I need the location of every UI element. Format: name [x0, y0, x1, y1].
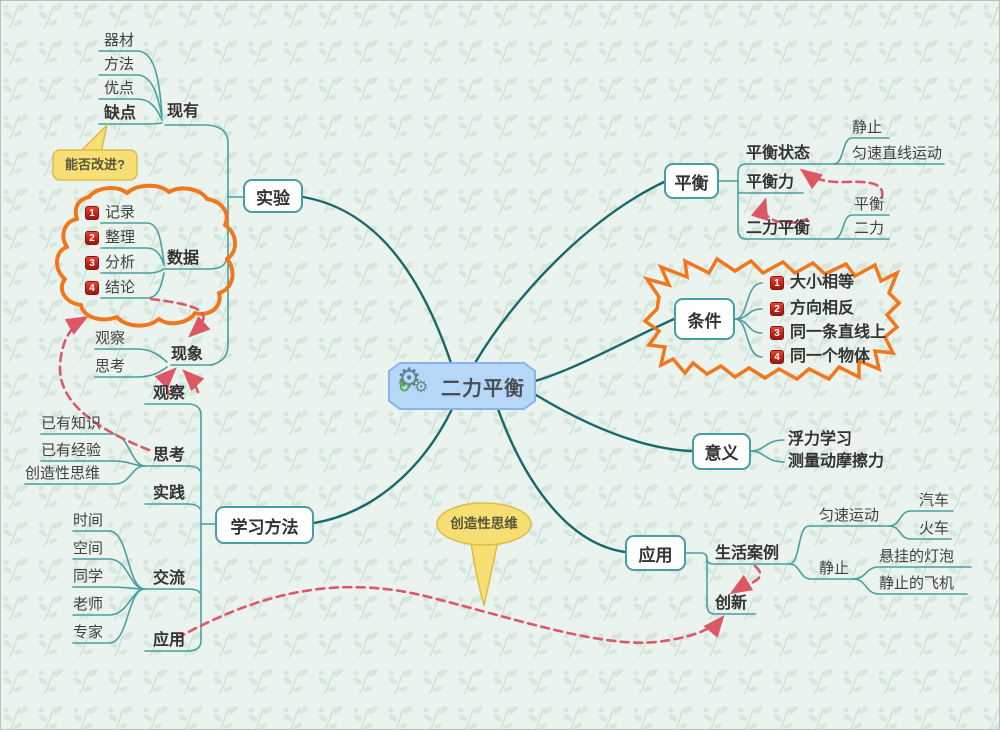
- improve-callout-bubble[interactable]: [52, 149, 138, 181]
- relation-apply-to-innovation: [175, 585, 725, 644]
- item-space[interactable]: 空间: [73, 540, 104, 557]
- item-time[interactable]: 时间: [73, 512, 104, 529]
- item-static-plane[interactable]: 静止的飞机: [879, 575, 955, 592]
- callout-shapes[interactable]: [52, 122, 532, 607]
- relation-observe-to-phenomenon-2: [182, 369, 205, 394]
- item-equal-magnitude[interactable]: 大小相等: [790, 274, 855, 291]
- item-think-phenomenon[interactable]: 思考: [95, 358, 126, 375]
- item-prior-experience[interactable]: 已有经验: [41, 442, 102, 459]
- significance-subtree-lines: [750, 439, 785, 463]
- application-subtree-lines: [685, 510, 972, 615]
- cloud-boundary[interactable]: [55, 183, 237, 328]
- callout-creative-thinking[interactable]: 创造性思维: [450, 516, 518, 531]
- item-two-force[interactable]: 二力: [854, 220, 885, 237]
- relation-cases-to-innovation: [729, 564, 762, 595]
- label-balance-force[interactable]: 平衡力: [746, 174, 795, 191]
- item-observe-phenomenon[interactable]: 观察: [95, 330, 126, 347]
- method-subtree-lines: [24, 403, 216, 652]
- item-analyze[interactable]: 分析: [105, 254, 136, 271]
- relation-observe-to-phenomenon: [154, 367, 177, 396]
- item-equipment[interactable]: 器材: [104, 32, 135, 49]
- gears-icon: ⚙ ↻ ⚙: [397, 363, 429, 396]
- node-application[interactable]: 应用: [625, 535, 686, 571]
- badge-1: 1: [85, 206, 99, 220]
- item-hanging-lamp[interactable]: 悬挂的灯泡: [879, 548, 955, 565]
- center-topic[interactable]: 二力平衡: [441, 378, 525, 400]
- item-opposite-direction[interactable]: 方向相反: [790, 300, 855, 317]
- item-uniform-linear-motion[interactable]: 匀速直线运动: [852, 145, 943, 162]
- balance-subtree-lines: [718, 137, 945, 240]
- item-expert[interactable]: 专家: [73, 624, 104, 641]
- label-existing[interactable]: 现有: [167, 103, 200, 120]
- node-balance[interactable]: 平衡: [664, 163, 719, 199]
- item-method[interactable]: 方法: [104, 56, 135, 73]
- item-teacher[interactable]: 老师: [73, 596, 104, 613]
- label-static-cases[interactable]: 静止: [819, 560, 850, 577]
- node-experiment[interactable]: 实验: [243, 179, 303, 213]
- center-topic-shape[interactable]: [388, 362, 536, 410]
- label-apply[interactable]: 应用: [152, 632, 185, 649]
- label-data[interactable]: 数据: [167, 250, 200, 267]
- item-measure-friction[interactable]: 测量动摩擦力: [788, 453, 885, 470]
- node-significance[interactable]: 意义: [692, 433, 751, 470]
- badge-2: 2: [770, 302, 784, 316]
- item-car[interactable]: 汽车: [919, 492, 950, 509]
- item-static[interactable]: 静止: [852, 119, 883, 136]
- item-disadvantage[interactable]: 缺点: [104, 105, 137, 122]
- label-communicate[interactable]: 交流: [152, 570, 185, 587]
- creative-callout-tail: [470, 540, 499, 607]
- label-observe[interactable]: 观察: [152, 385, 185, 402]
- node-conditions[interactable]: 条件: [674, 298, 735, 340]
- item-same-object[interactable]: 同一个物体: [790, 348, 871, 365]
- label-two-force-balance[interactable]: 二力平衡: [746, 220, 811, 237]
- item-creative-thinking[interactable]: 创造性思维: [25, 465, 101, 482]
- label-practice[interactable]: 实践: [152, 485, 185, 502]
- badge-4: 4: [85, 281, 99, 295]
- label-innovation[interactable]: 创新: [715, 595, 748, 612]
- label-balance-state[interactable]: 平衡状态: [746, 145, 811, 162]
- relation-think-to-data-cloud: [58, 316, 151, 452]
- relationship-arrows[interactable]: [58, 168, 884, 644]
- item-uniform-motion[interactable]: 匀速运动: [819, 507, 880, 524]
- item-conclusion[interactable]: 结论: [105, 279, 136, 296]
- badge-3: 3: [85, 256, 99, 270]
- badge-1: 1: [770, 276, 784, 290]
- node-learning-method[interactable]: 学习方法: [215, 506, 314, 544]
- label-think[interactable]: 思考: [152, 447, 185, 464]
- item-organize[interactable]: 整理: [105, 229, 136, 246]
- badge-3: 3: [770, 326, 784, 340]
- badge-4: 4: [770, 350, 784, 364]
- item-classmate[interactable]: 同学: [73, 568, 104, 585]
- experiment-subtree-lines: [94, 50, 244, 378]
- item-balance[interactable]: 平衡: [854, 196, 885, 213]
- item-advantage[interactable]: 优点: [104, 80, 135, 97]
- item-prior-knowledge[interactable]: 已有知识: [41, 415, 102, 432]
- item-same-line[interactable]: 同一条直线上: [790, 324, 887, 341]
- conditions-subtree-lines: [734, 282, 763, 358]
- relation-twoforce-to-balancestate: [799, 168, 884, 199]
- callout-improve[interactable]: 能否改进?: [65, 157, 125, 172]
- label-phenomenon[interactable]: 现象: [171, 346, 204, 363]
- zigzag-boundary[interactable]: [642, 256, 902, 382]
- item-record[interactable]: 记录: [105, 204, 136, 221]
- item-buoyancy-study[interactable]: 浮力学习: [788, 431, 853, 448]
- relation-twoforce-to-balanceforce: [750, 197, 809, 225]
- relation-conclusion-to-phenomenon: [149, 297, 211, 338]
- label-life-cases[interactable]: 生活案例: [715, 545, 780, 562]
- item-train[interactable]: 火车: [919, 520, 950, 537]
- badge-2: 2: [85, 231, 99, 245]
- creative-callout-bubble[interactable]: [436, 502, 532, 546]
